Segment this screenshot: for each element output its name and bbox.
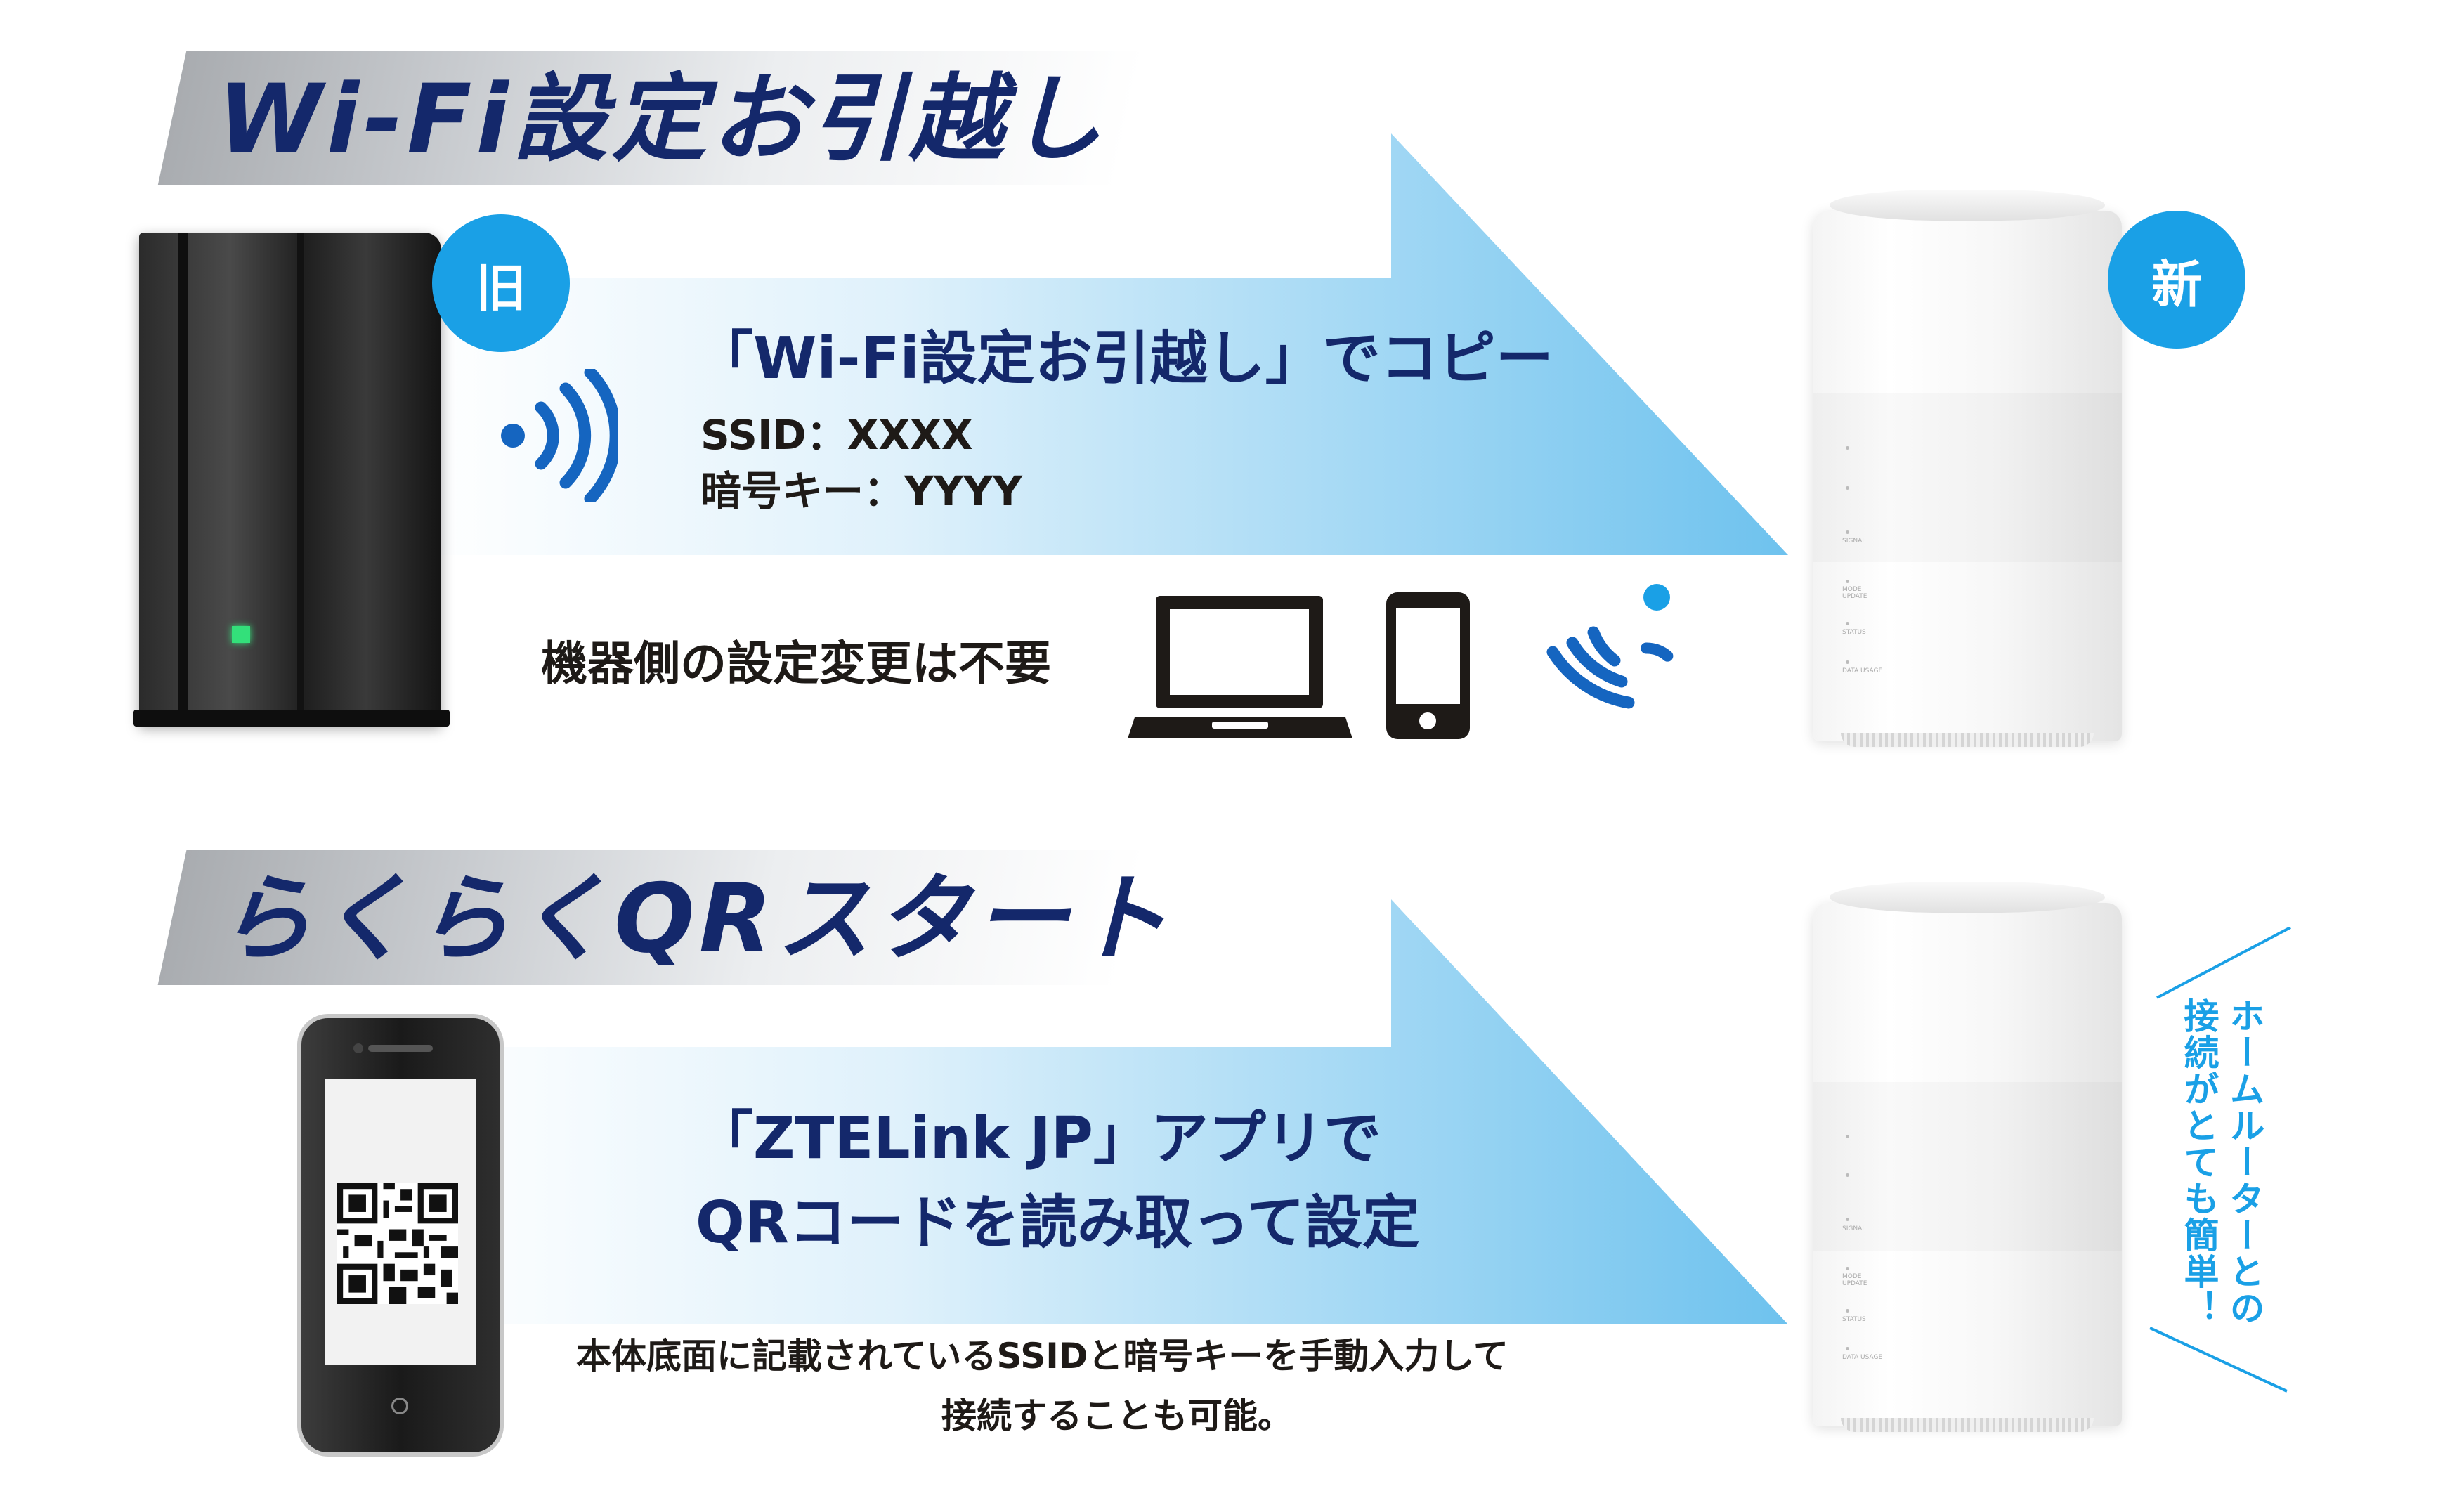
side-callout-line2: 接続がとても簡単！ xyxy=(2178,998,2219,1327)
section2-note-line2: 接続することも可能。 xyxy=(941,1395,1293,1436)
router-label-signal: SIGNAL xyxy=(1842,1225,1866,1232)
old-router-base xyxy=(133,710,450,727)
router-label-status: STATUS xyxy=(1842,629,1866,636)
router-led-icon xyxy=(232,626,250,643)
router-label-data: DATA USAGE xyxy=(1842,1354,1883,1361)
section2-note-line1: 本体底面に記載されているSSIDと暗号キーを手動入力して xyxy=(576,1336,1508,1376)
smartphone-icon xyxy=(1386,592,1470,739)
router-label-mode: MODE UPDATE xyxy=(1842,1273,1867,1287)
key-line: 暗号キー：YYYY xyxy=(700,467,1022,515)
router-label-data: DATA USAGE xyxy=(1842,667,1883,675)
side-callout-line1: ホームルーターとの xyxy=(2224,998,2265,1327)
section1-title: Wi-Fi設定お引越し xyxy=(218,64,1107,174)
laptop-icon xyxy=(1128,596,1352,738)
ssid-line: SSID：XXXX xyxy=(700,411,973,459)
section2-arrow xyxy=(422,899,1788,1324)
badge-old: 旧 xyxy=(432,214,570,352)
wifi-waves-icon xyxy=(501,369,618,502)
qr-code-icon xyxy=(337,1183,458,1304)
router-label-mode: MODE UPDATE xyxy=(1842,586,1867,600)
new-router-top: SIGNAL MODE UPDATE STATUS DATA USAGE xyxy=(1813,190,2122,747)
router-label-status: STATUS xyxy=(1842,1316,1866,1323)
section2-title: らくらくQRスタート xyxy=(218,864,1173,974)
section1-headline: 「Wi-Fi設定お引越し」でコピー xyxy=(696,325,1553,392)
new-router-bottom: SIGNAL MODE UPDATE STATUS DATA USAGE xyxy=(1813,882,2122,1432)
old-router xyxy=(139,233,441,724)
side-callout-lines xyxy=(2149,927,2291,1393)
router-label-signal: SIGNAL xyxy=(1842,538,1866,545)
section2-headline-line1: 「ZTELink JP」アプリで xyxy=(696,1105,1381,1172)
wifi-signal-icon xyxy=(1546,584,1674,709)
badge-new: 新 xyxy=(2108,211,2245,349)
section1-note: 機器側の設定変更は不要 xyxy=(541,637,1051,691)
section1-arrow xyxy=(422,133,1788,555)
section2-headline-line2: QRコードを読み取って設定 xyxy=(696,1190,1420,1256)
